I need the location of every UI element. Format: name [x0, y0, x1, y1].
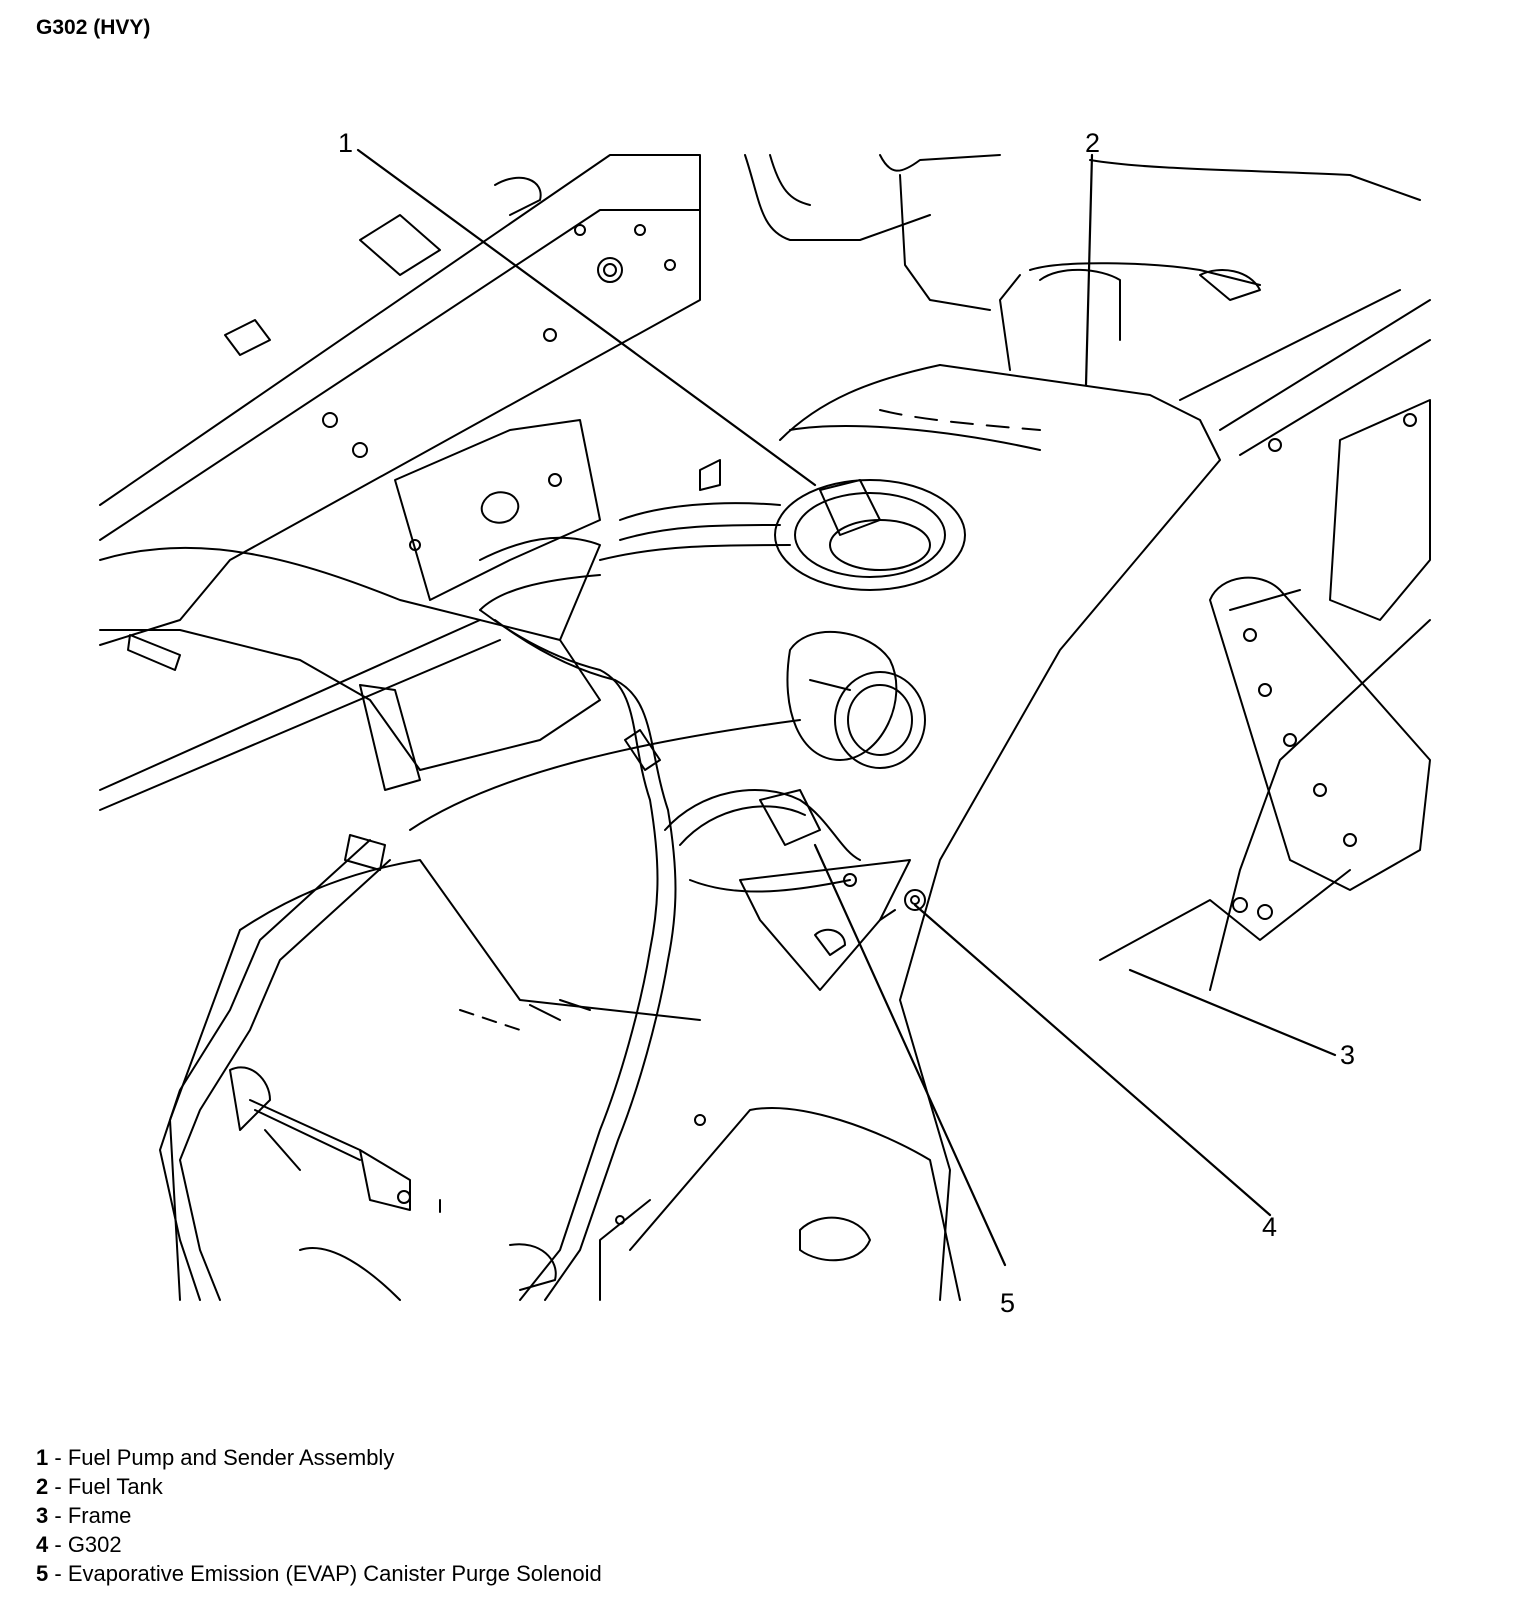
diagram-title: G302 (HVY)	[36, 16, 151, 39]
legend-separator: -	[48, 1532, 68, 1557]
callout-5: 5	[1000, 1288, 1016, 1318]
fuel-tank-frame-illustration	[99, 148, 1431, 1301]
callout-4: 4	[1262, 1212, 1278, 1242]
leader-2	[1084, 153, 1094, 387]
ground-g302-bracket	[739, 859, 926, 991]
frame-rail-upper	[99, 154, 701, 646]
legend: 1 - Fuel Pump and Sender Assembly 2 - Fu…	[36, 1443, 602, 1588]
filler-neck	[786, 630, 926, 769]
leader-3	[1128, 968, 1337, 1057]
callout-2: 2	[1085, 128, 1101, 158]
legend-label: Fuel Tank	[67, 1474, 163, 1499]
legend-label: Fuel Pump and Sender Assembly	[67, 1445, 395, 1470]
legend-number: 3	[36, 1503, 49, 1528]
fuel-lines-lower-left	[159, 834, 441, 1301]
frame-rail-right	[1099, 299, 1431, 991]
legend-item: 1 - Fuel Pump and Sender Assembly	[36, 1443, 602, 1472]
legend-separator: -	[48, 1503, 68, 1528]
frame-crossmember-left	[99, 419, 601, 811]
legend-number: 5	[36, 1561, 49, 1586]
legend-label: Frame	[67, 1503, 132, 1528]
legend-label: G302	[67, 1532, 122, 1557]
legend-separator: -	[48, 1474, 68, 1499]
leader-1	[356, 148, 817, 487]
legend-item: 3 - Frame	[36, 1501, 602, 1530]
frame-lower-section	[599, 1107, 961, 1301]
legend-item: 4 - G302	[36, 1530, 602, 1559]
legend-label: Evaporative Emission (EVAP) Canister Pur…	[67, 1561, 602, 1586]
wiring-harness	[479, 609, 861, 1301]
legend-item: 2 - Fuel Tank	[36, 1472, 602, 1501]
legend-item: 5 - Evaporative Emission (EVAP) Canister…	[36, 1559, 602, 1588]
leader-4	[913, 903, 1272, 1217]
leader-5	[813, 843, 1007, 1267]
fuel-pump-sender-assembly	[479, 459, 966, 611]
legend-separator: -	[48, 1561, 68, 1586]
callout-1: 1	[338, 128, 354, 158]
legend-separator: -	[48, 1445, 68, 1470]
callout-leaders	[356, 148, 1337, 1267]
callout-3: 3	[1340, 1040, 1356, 1070]
fuel-tank	[169, 268, 1221, 1301]
legend-number: 1	[36, 1445, 49, 1470]
legend-number: 4	[36, 1532, 49, 1557]
exhaust-and-lines	[744, 154, 1421, 401]
legend-number: 2	[36, 1474, 49, 1499]
